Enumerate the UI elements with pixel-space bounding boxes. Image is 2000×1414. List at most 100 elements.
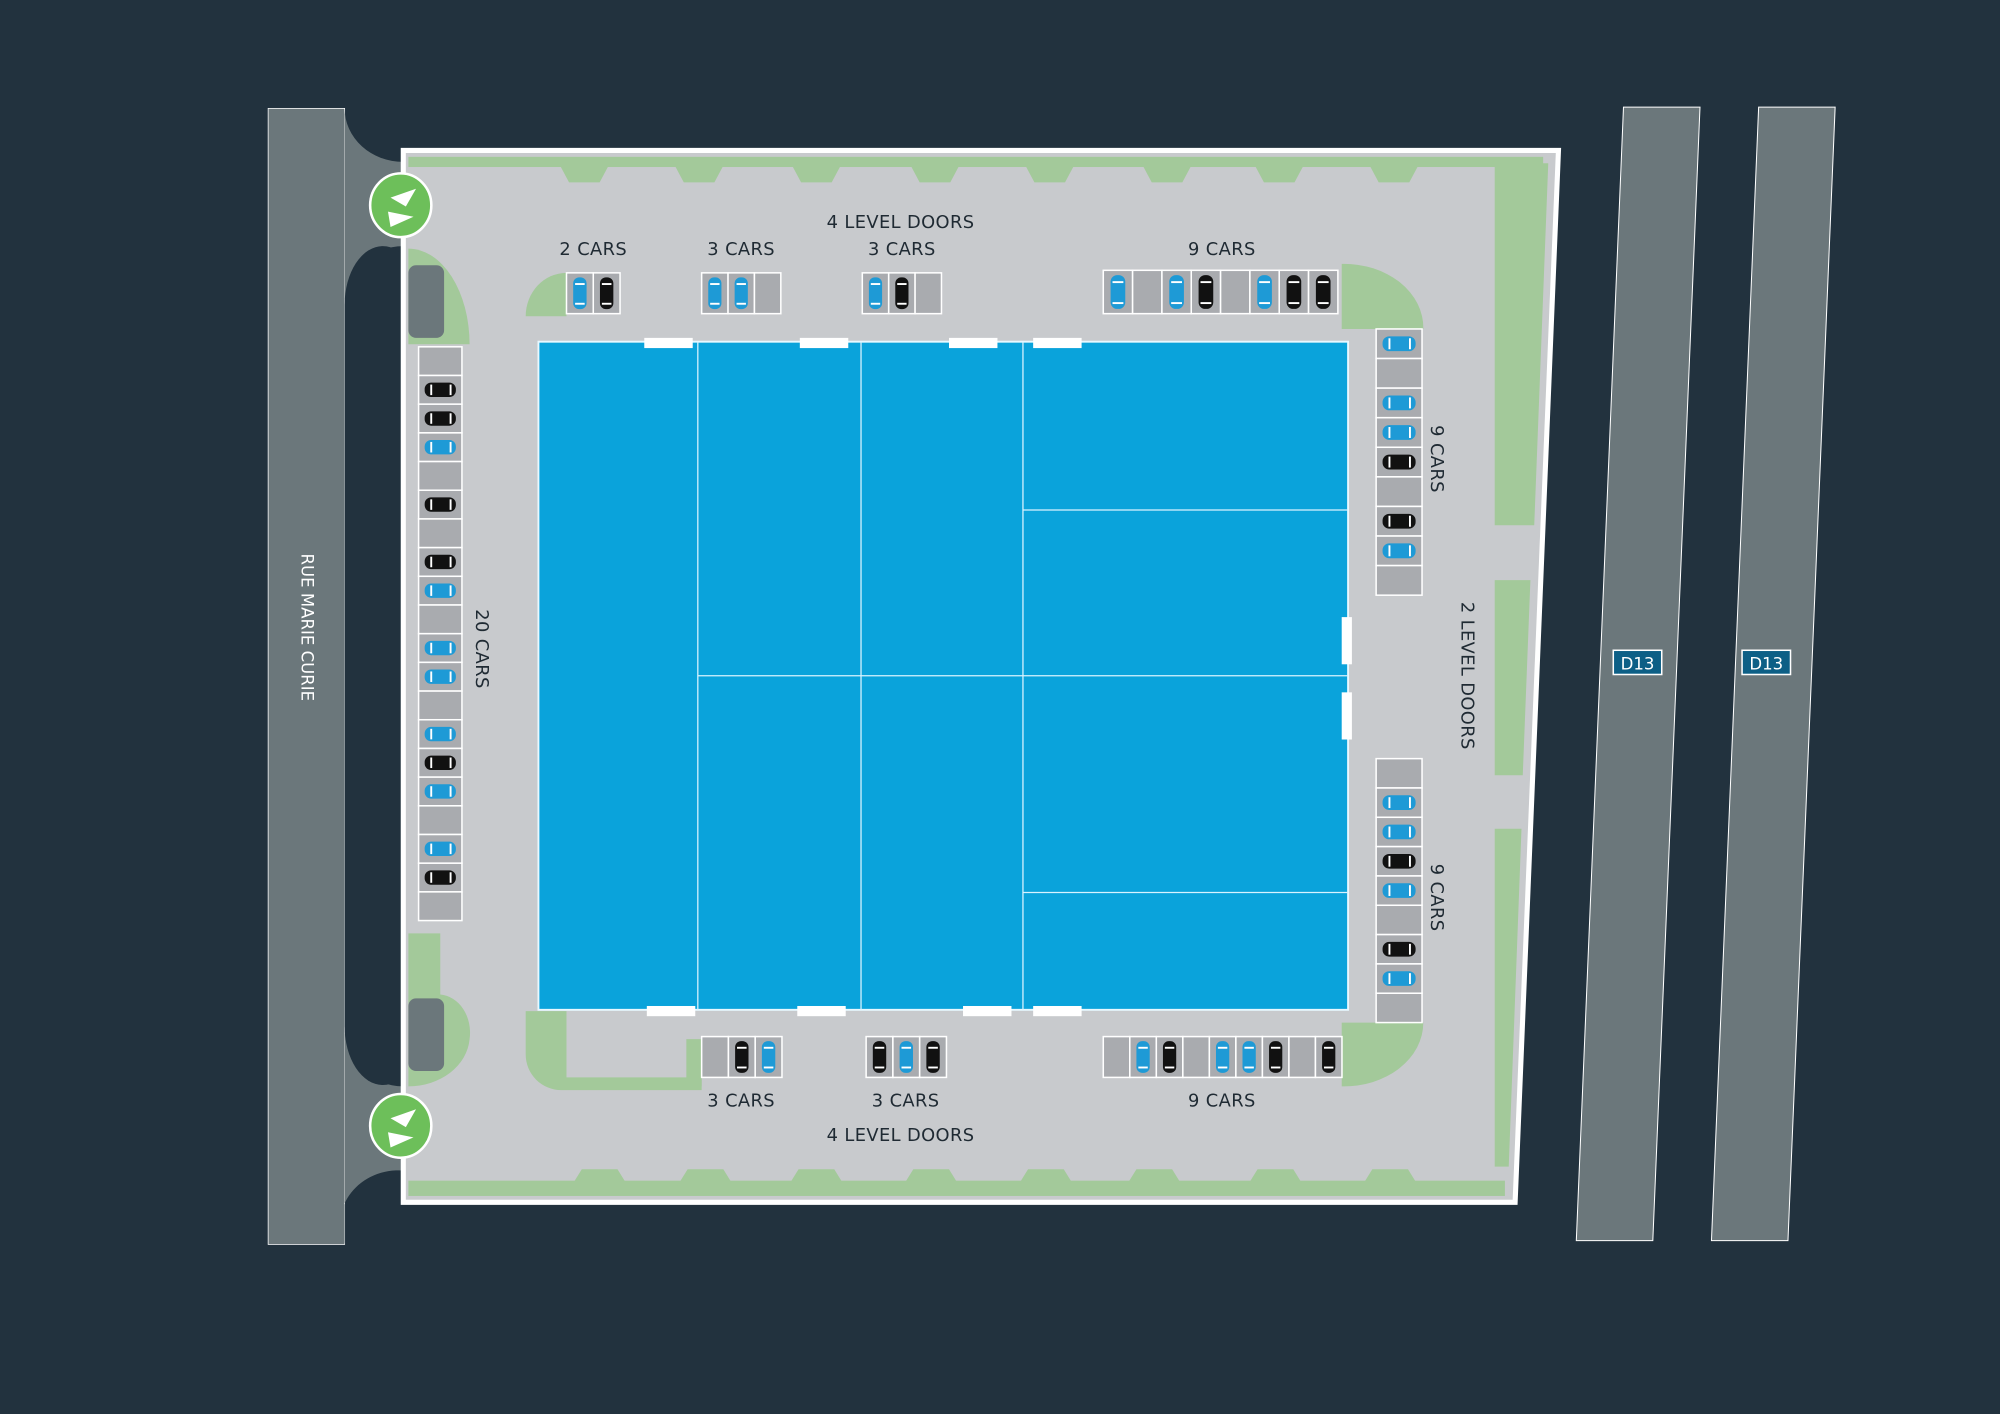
d13-label-2: D13	[1749, 654, 1783, 673]
level-door	[948, 337, 998, 349]
car-blue-icon	[424, 440, 456, 455]
car-black-icon	[1286, 275, 1302, 309]
car-blue-icon	[1382, 543, 1416, 559]
access-marker-bottom[interactable]	[368, 1092, 433, 1159]
planter	[558, 163, 610, 183]
parking-slot	[1102, 1035, 1131, 1079]
planter	[1362, 1169, 1419, 1186]
parking-slot	[417, 690, 463, 721]
car-blue-icon	[868, 277, 883, 310]
planter	[1253, 163, 1305, 183]
parking-block-right-bottom: 9 CARS	[1375, 757, 1447, 1024]
car-blue-icon	[573, 277, 587, 310]
parking-slot	[1375, 476, 1423, 508]
car-blue-icon	[1382, 425, 1416, 440]
car-black-icon	[424, 554, 456, 570]
parking-block-top-2: 3 CARS	[700, 239, 782, 315]
parking-block-top-4: 9 CARS	[1102, 239, 1339, 315]
planter	[677, 1169, 734, 1186]
planter	[1141, 163, 1193, 183]
access-marker-top[interactable]	[368, 172, 433, 239]
warehouse-building	[537, 337, 1352, 1017]
planter	[790, 163, 842, 183]
level-door	[1033, 337, 1082, 349]
parking-slot	[417, 891, 463, 922]
car-blue-icon	[1382, 336, 1416, 352]
level-door	[1033, 1005, 1082, 1017]
parking-slot	[1219, 269, 1251, 315]
parking-block-top-3: 3 CARS	[861, 239, 943, 315]
d13-sign-2	[1741, 649, 1792, 676]
car-black-icon	[424, 497, 456, 512]
road-label-left: RUE MARIE CURIE	[297, 553, 316, 701]
top-doors-label: 4 LEVEL DOORS	[827, 212, 975, 233]
parking-slot	[417, 518, 463, 549]
planter	[1126, 1169, 1183, 1186]
level-door	[1341, 617, 1352, 665]
parking-slot	[417, 604, 463, 635]
car-black-icon	[1382, 454, 1416, 470]
parking-block-bottom-2: 3 CARS	[865, 1035, 948, 1112]
car-black-icon	[424, 755, 456, 770]
car-blue-icon	[424, 640, 456, 656]
car-blue-icon	[1257, 275, 1272, 309]
parking-label: 9 CARS	[1426, 864, 1447, 932]
planter	[1017, 1169, 1074, 1186]
car-blue-icon	[1382, 883, 1416, 898]
car-black-icon	[1162, 1041, 1177, 1073]
car-black-icon	[926, 1041, 940, 1073]
car-black-icon	[1322, 1041, 1336, 1073]
car-black-icon	[1382, 853, 1416, 869]
planter	[1024, 163, 1076, 183]
car-blue-icon	[424, 841, 456, 857]
parking-label: 9 CARS	[1188, 239, 1256, 260]
parking-label: 9 CARS	[1188, 1091, 1256, 1112]
access-arrows-icon	[387, 1109, 417, 1148]
car-blue-icon	[424, 669, 456, 684]
parking-slot	[1375, 992, 1423, 1024]
planter	[673, 163, 725, 183]
landscaping	[408, 156, 1549, 1196]
car-blue-icon	[424, 583, 456, 598]
parking-label: 3 CARS	[707, 1091, 775, 1112]
parking-block-bottom-3: 9 CARS	[1102, 1035, 1343, 1112]
car-black-icon	[1315, 275, 1331, 309]
level-door	[963, 1005, 1012, 1017]
d13-label-1: D13	[1621, 654, 1655, 673]
right-doors-label: 2 LEVEL DOORS	[1457, 602, 1478, 750]
parking-slot	[700, 1035, 730, 1079]
car-black-icon	[895, 277, 909, 310]
car-black-icon	[424, 870, 456, 885]
car-blue-icon	[1382, 795, 1416, 810]
car-black-icon	[1382, 941, 1416, 957]
car-blue-icon	[1242, 1041, 1256, 1073]
car-blue-icon	[1136, 1041, 1150, 1073]
level-door	[797, 1005, 846, 1017]
median-island-bottom	[408, 998, 445, 1072]
parking-block-top-1: 2 CARS	[559, 239, 627, 315]
car-blue-icon	[1215, 1041, 1230, 1073]
planter	[788, 1169, 845, 1186]
planter	[903, 1169, 960, 1186]
parking-slot	[1182, 1035, 1211, 1079]
car-blue-icon	[761, 1041, 776, 1073]
level-door	[1341, 692, 1352, 740]
car-black-icon	[1382, 513, 1416, 529]
parking-block-bottom-1: 3 CARS	[700, 1035, 783, 1112]
car-black-icon	[599, 277, 614, 310]
car-blue-icon	[1110, 275, 1126, 309]
parking-slot	[1375, 904, 1423, 936]
parking-label: 2 CARS	[559, 239, 627, 260]
level-door	[799, 337, 849, 349]
car-black-icon	[872, 1041, 887, 1073]
car-blue-icon	[1382, 824, 1416, 840]
parking-label: 3 CARS	[868, 239, 936, 260]
parking-slot	[1375, 357, 1423, 389]
parking-slot	[417, 346, 463, 377]
car-blue-icon	[424, 726, 456, 742]
road-rue-marie-curie: RUE MARIE CURIE	[267, 107, 422, 1245]
planter	[1368, 163, 1420, 183]
level-door	[644, 337, 693, 349]
parking-slot	[914, 272, 943, 315]
